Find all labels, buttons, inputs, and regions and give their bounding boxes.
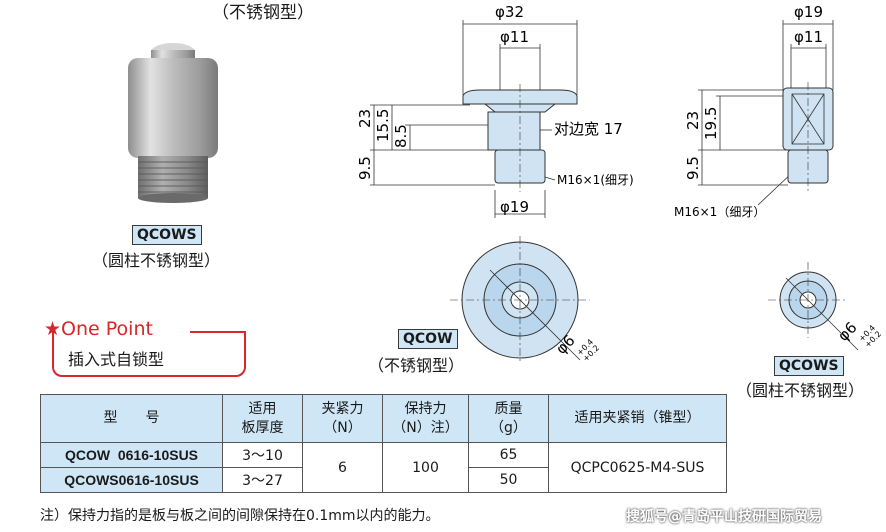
qcows-badge: QCOWS (774, 356, 844, 376)
qcows-dim-h-mid: 19.5 (702, 107, 720, 140)
qcow-label-thread: M16×1(细牙) (557, 173, 634, 187)
pin-value: QCPC0625-M4-SUS (548, 442, 727, 493)
qcow-dim-top-inner: φ11 (500, 28, 529, 46)
qcows-label-thread: M16×1（细牙） (674, 205, 765, 219)
header-clamp: 夹紧力 （N） (302, 394, 383, 443)
qcows-dim-top-inner: φ11 (794, 28, 823, 46)
qcows-dim-top-outer: φ19 (794, 3, 823, 21)
header-clamp-line1: 夹紧力 (321, 400, 364, 417)
qcow-dim-top-outer: φ32 (495, 3, 524, 21)
clamp-value: 6 (302, 442, 383, 493)
row1-thickness: 3～10 (222, 442, 303, 468)
top-caption: （不锈钢型） (212, 3, 314, 23)
row2-model: QCOWS0616-10SUS (40, 467, 223, 493)
footnote: 注）保持力指的是板与板之间的间隙保持在0.1mm以内的能力。 (40, 508, 440, 524)
header-clamp-line2: （N） (323, 419, 362, 436)
header-mass: 质量 （g） (468, 394, 549, 443)
photo-badge: QCOWS (132, 225, 202, 245)
header-thickness: 适用 板厚度 (222, 394, 303, 443)
row2-mass: 50 (468, 467, 549, 493)
header-mass-line1: 质量 (494, 400, 523, 417)
photo-caption: （圆柱不锈钢型） (92, 251, 221, 270)
row1-mass: 65 (468, 442, 549, 468)
qcows-dim-h-total: 23 (684, 111, 702, 130)
one-point-title: ★One Point (44, 318, 153, 340)
table-row: QCOW 0616-10SUS 3～10 6 100 65 QCPC0625-M… (40, 442, 727, 493)
qcow-caption: （不锈钢型） (368, 356, 465, 375)
qcow-dim-h-small: 8.5 (392, 124, 410, 148)
row1-model: QCOW 0616-10SUS (40, 442, 223, 468)
header-hold-line1: 保持力 (404, 400, 447, 417)
qcow-dim-bottom: φ19 (500, 198, 529, 216)
qcow-dim-h-mid: 15.5 (374, 109, 392, 142)
watermark: 搜狐号@青岛平山技研国际贸易 (626, 509, 822, 525)
header-pin: 适用夹紧销（锥型） (548, 394, 727, 443)
spec-table: 型 号 适用 板厚度 夹紧力 （N） 保持力 （N）注） 质量 （g） 适用夹紧… (40, 394, 727, 493)
qcow-dim-h-bottom: 9.5 (356, 156, 374, 180)
row2-thickness: 3～27 (222, 467, 303, 493)
qcow-badge: QCOW (398, 329, 458, 349)
product-photo (128, 43, 218, 203)
header-hold: 保持力 （N）注） (382, 394, 469, 443)
qcow-dim-h-total: 23 (356, 109, 374, 128)
qcows-caption: （圆柱不锈钢型） (736, 381, 865, 400)
one-point-description: 插入式自锁型 (68, 350, 165, 369)
one-point-box (52, 331, 246, 377)
header-thickness-line1: 适用 (248, 400, 277, 417)
table-row: QCOWS0616-10SUS 3～27 50 (40, 467, 727, 493)
qcow-drawing: φ32 φ11 对边宽 17 M16×1(细牙) φ19 23 15.5 8.5… (356, 3, 634, 364)
header-mass-line2: （g） (490, 419, 527, 436)
hold-value: 100 (382, 442, 469, 493)
header-hold-line2: （N）注） (392, 419, 459, 436)
qcows-dim-hole: φ6 (834, 318, 860, 344)
one-point-line (190, 331, 244, 333)
header-model: 型 号 (40, 394, 223, 443)
qcows-dim-h-bottom: 9.5 (684, 156, 702, 180)
qcows-drawing: φ19 φ11 M16×1（细牙） 23 19.5 9.5 φ6 +0.4 +0… (674, 3, 883, 351)
qcow-label-flats: 对边宽 17 (554, 120, 623, 138)
header-thickness-line2: 板厚度 (241, 419, 284, 436)
